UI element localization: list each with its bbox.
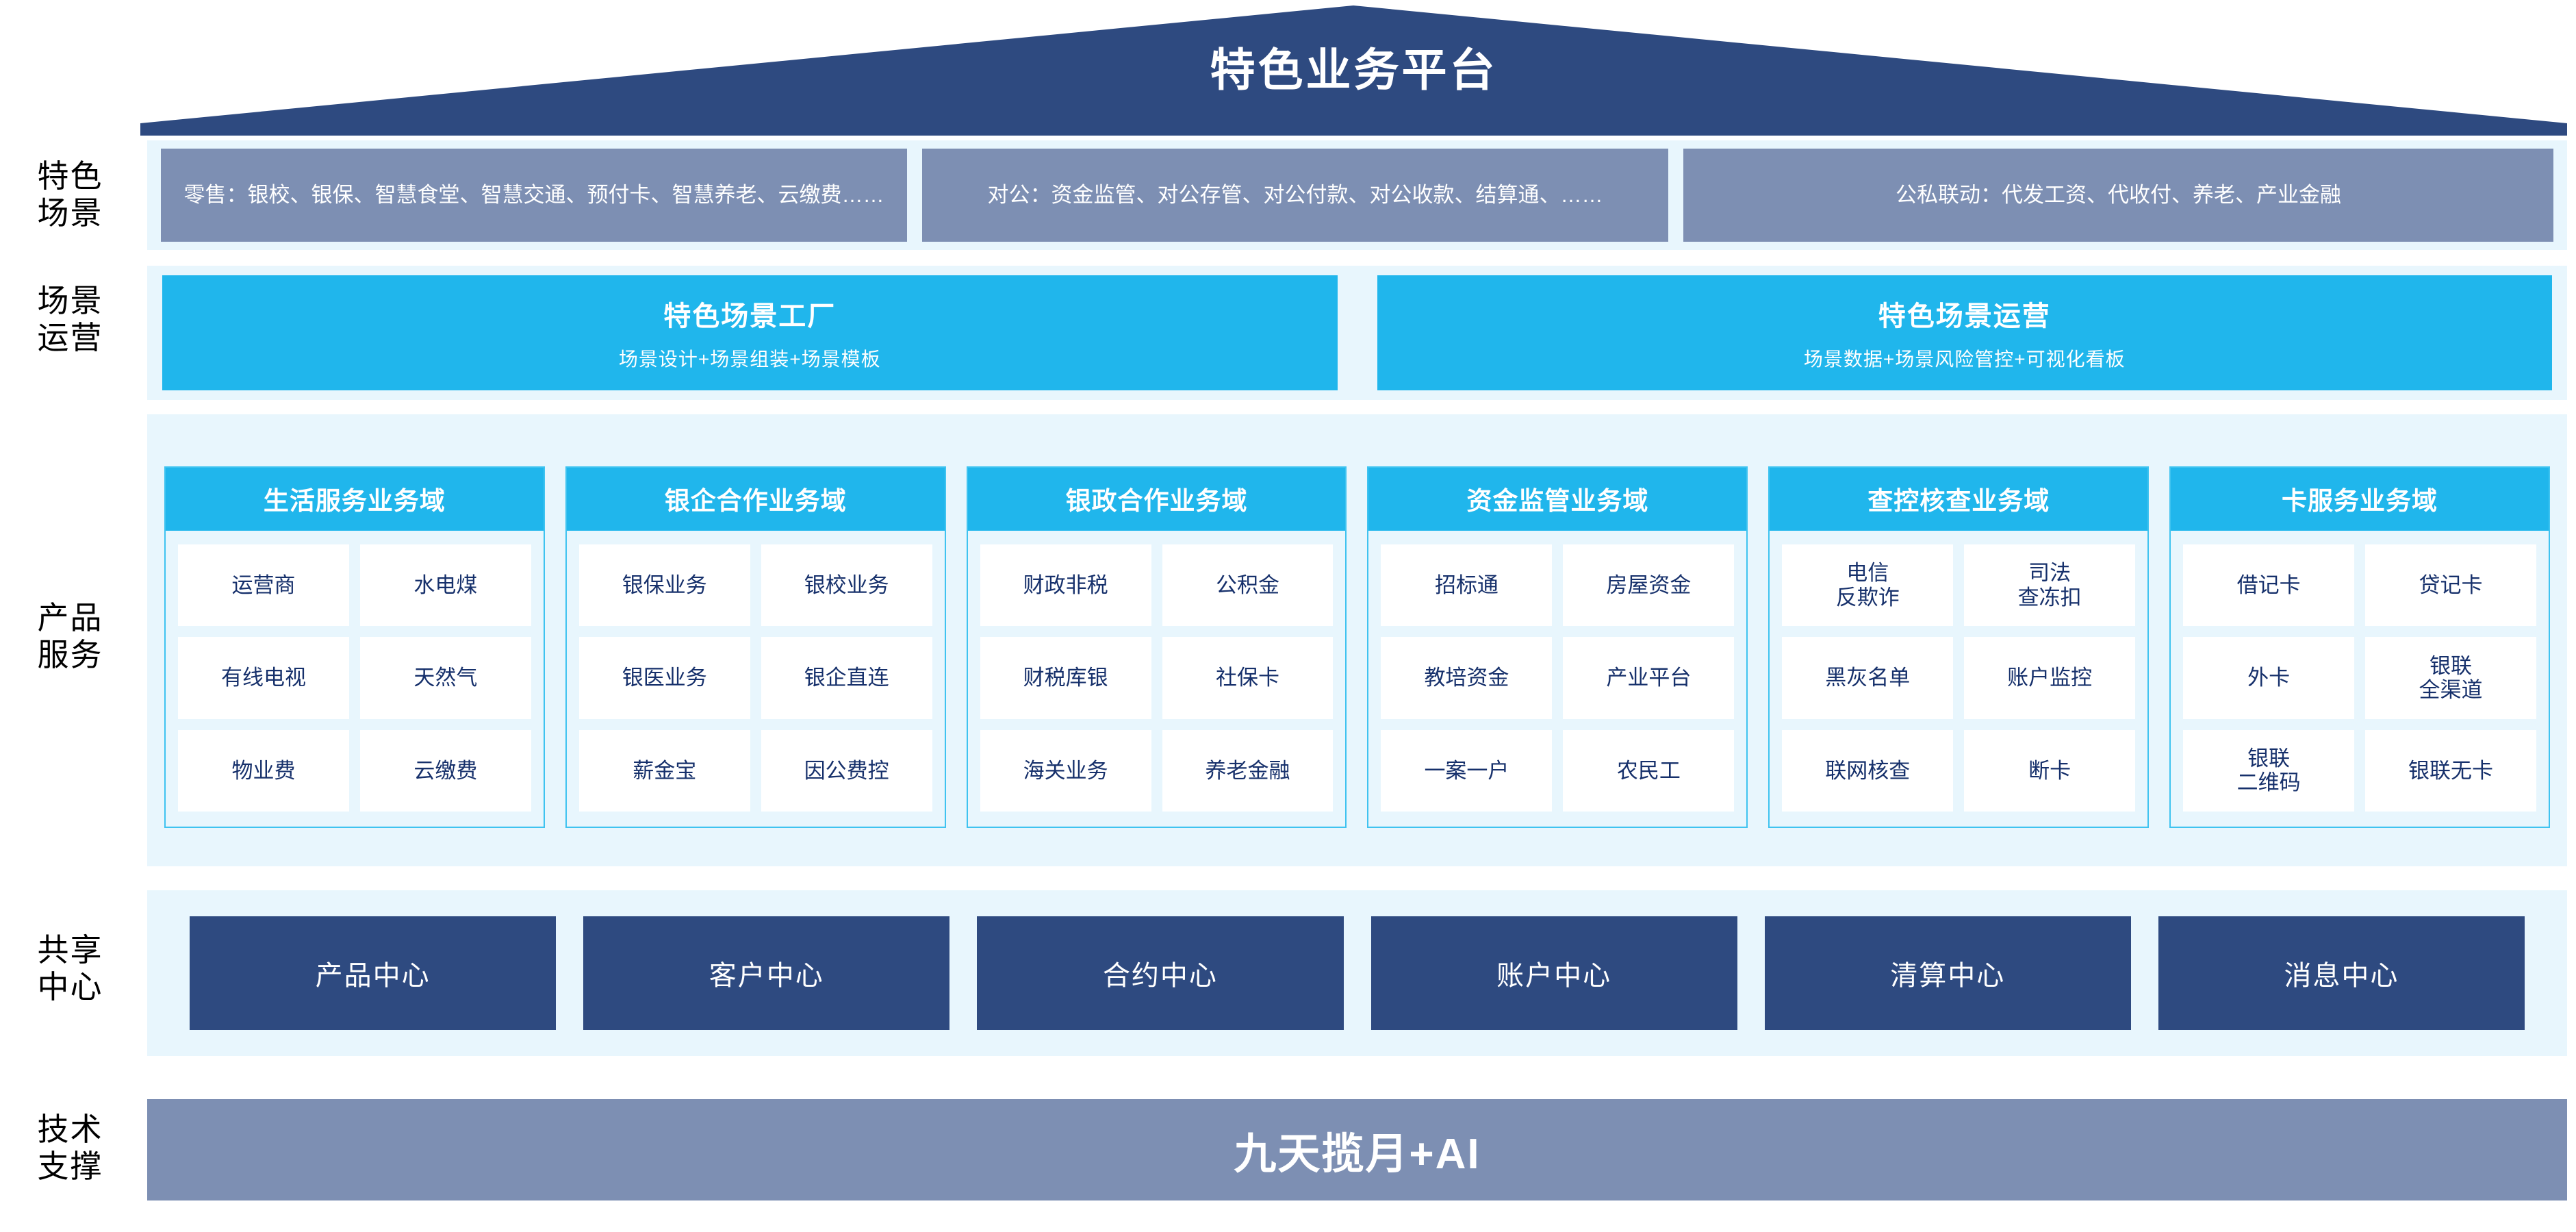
domain-item-grid: 银保业务银校业务银医业务银企直连薪金宝因公费控 <box>567 531 945 827</box>
domain-item-chip[interactable]: 物业费 <box>178 729 349 812</box>
tech-support-bar[interactable]: 九天揽月+AI <box>147 1099 2567 1200</box>
domain-column: 查控核查业务域电信 反欺诈司法 查冻扣黑灰名单账户监控联网核查断卡 <box>1768 466 2150 828</box>
ops-title-operation: 特色场景运营 <box>1878 301 2051 331</box>
domain-item-chip[interactable]: 一案一户 <box>1381 729 1553 812</box>
domain-header: 银企合作业务域 <box>566 468 945 531</box>
domain-item-grid: 运营商水电煤有线电视天然气物业费云缴费 <box>166 531 544 827</box>
domain-item-chip[interactable]: 教培资金 <box>1381 637 1553 719</box>
domain-item-grid: 财政非税公积金财税库银社保卡海关业务养老金融 <box>968 531 1346 827</box>
row-label-scene: 特色 场景 <box>37 158 103 231</box>
domain-item-chip[interactable]: 海关业务 <box>980 729 1151 812</box>
shared-center-box[interactable]: 账户中心 <box>1370 916 1737 1030</box>
scene-box-corporate[interactable]: 对公：资金监管、对公存管、对公付款、对公收款、结算通、…… <box>922 149 1668 242</box>
domain-item-chip[interactable]: 黑灰名单 <box>1782 637 1954 719</box>
domain-item-chip[interactable]: 有线电视 <box>178 637 349 719</box>
scene-box-retail[interactable]: 零售：银校、银保、智慧食堂、智慧交通、预付卡、智慧养老、云缴费…… <box>161 149 907 242</box>
domain-item-chip[interactable]: 产业平台 <box>1563 637 1735 719</box>
ops-subtitle-operation: 场景数据+场景风险管控+可视化看板 <box>1803 349 2126 370</box>
domain-header: 查控核查业务域 <box>1770 468 2148 531</box>
domain-item-chip[interactable]: 云缴费 <box>359 729 531 812</box>
shared-centers-band: 产品中心客户中心合约中心账户中心清算中心消息中心 <box>147 890 2567 1056</box>
domain-item-chip[interactable]: 社保卡 <box>1162 637 1334 719</box>
domain-item-chip[interactable]: 司法 查冻扣 <box>1964 544 2136 627</box>
domain-item-chip[interactable]: 断卡 <box>1964 729 2136 812</box>
domain-item-chip[interactable]: 账户监控 <box>1964 637 2136 719</box>
row-label-operations: 场景 运营 <box>37 283 103 356</box>
domain-item-chip[interactable]: 财政非税 <box>980 544 1151 627</box>
domain-item-chip[interactable]: 银医业务 <box>578 637 750 719</box>
domain-column: 资金监管业务域招标通房屋资金教培资金产业平台一案一户农民工 <box>1367 466 1748 828</box>
domain-item-chip[interactable]: 联网核查 <box>1782 729 1954 812</box>
products-band: 生活服务业务域运营商水电煤有线电视天然气物业费云缴费银企合作业务域银保业务银校业… <box>147 414 2567 866</box>
page-title: 特色业务平台 <box>1210 45 1498 95</box>
domain-item-chip[interactable]: 因公费控 <box>761 729 932 812</box>
domain-item-chip[interactable]: 农民工 <box>1563 729 1735 812</box>
domain-item-chip[interactable]: 银联 二维码 <box>2183 729 2355 812</box>
scene-box-linkage[interactable]: 公私联动：代发工资、代收付、养老、产业金融 <box>1683 149 2553 242</box>
domain-header: 卡服务业务域 <box>2171 468 2549 531</box>
domain-item-chip[interactable]: 公积金 <box>1162 544 1334 627</box>
domain-item-chip[interactable]: 银校业务 <box>761 544 932 627</box>
scene-row: 零售：银校、银保、智慧食堂、智慧交通、预付卡、智慧养老、云缴费…… 对公：资金监… <box>147 140 2567 250</box>
domain-item-chip[interactable]: 银保业务 <box>578 544 750 627</box>
shared-center-box[interactable]: 产品中心 <box>190 916 557 1030</box>
shared-center-box[interactable]: 合约中心 <box>977 916 1344 1030</box>
row-label-products: 产品 服务 <box>37 600 103 673</box>
domain-item-grid: 招标通房屋资金教培资金产业平台一案一户农民工 <box>1368 531 1746 827</box>
domain-item-grid: 借记卡贷记卡外卡银联 全渠道银联 二维码银联无卡 <box>2171 531 2549 827</box>
scene-band: 零售：银校、银保、智慧食堂、智慧交通、预付卡、智慧养老、云缴费…… 对公：资金监… <box>147 140 2567 250</box>
domain-item-chip[interactable]: 借记卡 <box>2183 544 2355 627</box>
shared-center-box[interactable]: 客户中心 <box>583 916 950 1030</box>
domain-column: 银企合作业务域银保业务银校业务银医业务银企直连薪金宝因公费控 <box>565 466 946 828</box>
domain-item-chip[interactable]: 水电煤 <box>359 544 531 627</box>
domain-header: 生活服务业务域 <box>166 468 544 531</box>
domain-item-chip[interactable]: 银企直连 <box>761 637 932 719</box>
shared-centers-row: 产品中心客户中心合约中心账户中心清算中心消息中心 <box>147 890 2567 1056</box>
product-domain-row: 生活服务业务域运营商水电煤有线电视天然气物业费云缴费银企合作业务域银保业务银校业… <box>147 414 2567 866</box>
shared-center-box[interactable]: 清算中心 <box>1764 916 2131 1030</box>
domain-item-chip[interactable]: 电信 反欺诈 <box>1782 544 1954 627</box>
row-label-centers: 共享 中心 <box>37 932 103 1005</box>
shared-center-box[interactable]: 消息中心 <box>2158 916 2525 1030</box>
operations-band: 特色场景工厂 场景设计+场景组装+场景模板 特色场景运营 场景数据+场景风险管控… <box>147 266 2567 400</box>
domain-item-grid: 电信 反欺诈司法 查冻扣黑灰名单账户监控联网核查断卡 <box>1770 531 2147 827</box>
roof-shape-icon <box>140 5 2567 136</box>
domain-item-chip[interactable]: 银联 全渠道 <box>2365 637 2536 719</box>
platform-roof: 特色业务平台 <box>140 5 2567 136</box>
domain-item-chip[interactable]: 贷记卡 <box>2365 544 2536 627</box>
domain-header: 银政合作业务域 <box>967 468 1346 531</box>
ops-subtitle-factory: 场景设计+场景组装+场景模板 <box>618 349 881 370</box>
ops-title-factory: 特色场景工厂 <box>663 301 837 331</box>
ops-box-scene-factory[interactable]: 特色场景工厂 场景设计+场景组装+场景模板 <box>162 275 1338 390</box>
domain-item-chip[interactable]: 房屋资金 <box>1563 544 1735 627</box>
domain-item-chip[interactable]: 天然气 <box>359 637 531 719</box>
domain-header: 资金监管业务域 <box>1368 468 1747 531</box>
domain-column: 卡服务业务域借记卡贷记卡外卡银联 全渠道银联 二维码银联无卡 <box>2169 466 2550 828</box>
domain-item-chip[interactable]: 薪金宝 <box>578 729 750 812</box>
domain-column: 银政合作业务域财政非税公积金财税库银社保卡海关业务养老金融 <box>966 466 1347 828</box>
row-label-tech: 技术 支撑 <box>37 1111 103 1185</box>
domain-item-chip[interactable]: 外卡 <box>2183 637 2355 719</box>
domain-column: 生活服务业务域运营商水电煤有线电视天然气物业费云缴费 <box>164 466 545 828</box>
domain-item-chip[interactable]: 银联无卡 <box>2365 729 2536 812</box>
ops-box-scene-operation[interactable]: 特色场景运营 场景数据+场景风险管控+可视化看板 <box>1377 275 2552 390</box>
domain-item-chip[interactable]: 养老金融 <box>1162 729 1334 812</box>
domain-item-chip[interactable]: 财税库银 <box>980 637 1151 719</box>
domain-item-chip[interactable]: 运营商 <box>178 544 349 627</box>
domain-item-chip[interactable]: 招标通 <box>1381 544 1553 627</box>
operations-row: 特色场景工厂 场景设计+场景组装+场景模板 特色场景运营 场景数据+场景风险管控… <box>147 266 2567 400</box>
